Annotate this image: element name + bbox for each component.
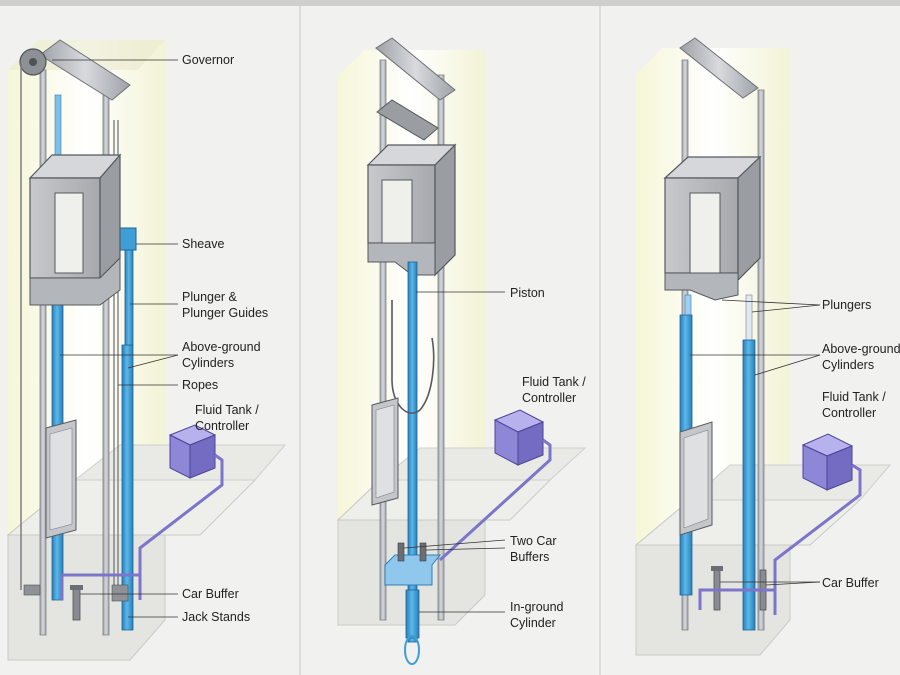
label-plungers: Plungers: [822, 298, 871, 312]
top-beam: [679, 37, 759, 99]
label-in-ground-cylinder-line2: Cylinder: [510, 616, 556, 630]
buffer-platform: [384, 554, 442, 586]
label-above-ground-line1: Above-ground: [182, 340, 261, 354]
label-ropes: Ropes: [182, 378, 218, 392]
label-in-ground-cylinder-line1: In-ground: [510, 600, 564, 614]
car-side: [737, 155, 761, 282]
label-fluid-tank-line1: Fluid Tank /: [195, 403, 259, 417]
label-plunger-guides-line1: Plunger &: [182, 290, 238, 304]
car-sling: [29, 256, 121, 306]
fluid-tank-side: [189, 434, 216, 479]
top-beam: [39, 39, 131, 101]
fluid-tank-side: [517, 421, 544, 466]
leader-line: [765, 581, 821, 586]
jack-stand: [23, 584, 41, 596]
car-buffer: [419, 542, 427, 562]
label-two-car-buffers-line1: Two Car: [510, 534, 557, 548]
car-buffer: [72, 587, 81, 621]
label-car-buffer: Car Buffer: [182, 587, 239, 601]
piston: [407, 261, 418, 643]
sheave: [119, 227, 137, 251]
label-fluid-tank-line2: Controller: [822, 406, 876, 420]
cylinder: [742, 339, 756, 631]
car-door-opening: [54, 192, 84, 274]
leader-line: [127, 354, 179, 369]
label-plunger-guides-line2: Plunger Guides: [182, 306, 268, 320]
label-above-ground-line2: Cylinders: [182, 356, 234, 370]
guide-rail: [437, 74, 445, 621]
label-sheave: Sheave: [182, 237, 224, 251]
car-side: [434, 143, 456, 277]
leader-line: [754, 354, 821, 376]
hoistway-door-panel: [375, 404, 395, 499]
traveling-cable: [391, 300, 435, 414]
leader-line: [721, 299, 821, 306]
fluid-pipe: [438, 438, 552, 562]
label-fluid-tank-line1: Fluid Tank /: [522, 375, 586, 389]
leader-line: [751, 304, 821, 313]
car-buffer: [397, 542, 405, 562]
guide-rail: [39, 69, 47, 636]
label-fluid-tank-line2: Controller: [522, 391, 576, 405]
fluid-pipe: [138, 453, 224, 600]
car-buffer-cap: [711, 566, 723, 571]
leader-line: [403, 539, 506, 549]
jack-stand: [111, 584, 129, 602]
fluid-pipe: [773, 463, 862, 615]
label-jack-stands: Jack Stands: [182, 610, 250, 624]
shaft-top: [8, 40, 165, 70]
label-fluid-tank-line1: Fluid Tank /: [822, 390, 886, 404]
fluid-pipe: [60, 573, 140, 600]
label-above-ground-line2: Cylinders: [822, 358, 874, 372]
label-car-buffer: Car Buffer: [822, 576, 879, 590]
leader-line: [425, 547, 506, 551]
car-buffer-cap: [70, 585, 83, 590]
label-governor: Governor: [182, 53, 234, 67]
panel-middle-drawing: [336, 37, 587, 665]
label-two-car-buffers-line2: Buffers: [510, 550, 549, 564]
label-piston: Piston: [510, 286, 545, 300]
car-sling: [664, 272, 739, 301]
top-strip: [0, 0, 900, 6]
hoistway-door-panel: [49, 427, 73, 531]
top-beam: [375, 37, 456, 101]
label-fluid-tank-line2: Controller: [195, 419, 249, 433]
fluid-tank-side: [826, 445, 853, 491]
in-ground-cylinder: [405, 589, 420, 639]
governor-hub: [29, 58, 37, 66]
car-door-opening: [381, 179, 413, 244]
label-above-ground-line1: Above-ground: [822, 342, 900, 356]
panel-right-drawing: [634, 37, 892, 656]
guide-rail: [379, 59, 387, 621]
panel-left-drawing: [6, 39, 287, 661]
hoistway-door-panel: [683, 429, 709, 529]
in-ground-cylinder-bottom: [404, 635, 420, 665]
car-door-opening: [689, 192, 721, 274]
crosshead: [376, 99, 439, 141]
guide-rail: [757, 89, 765, 631]
fluid-pipe: [698, 588, 775, 610]
